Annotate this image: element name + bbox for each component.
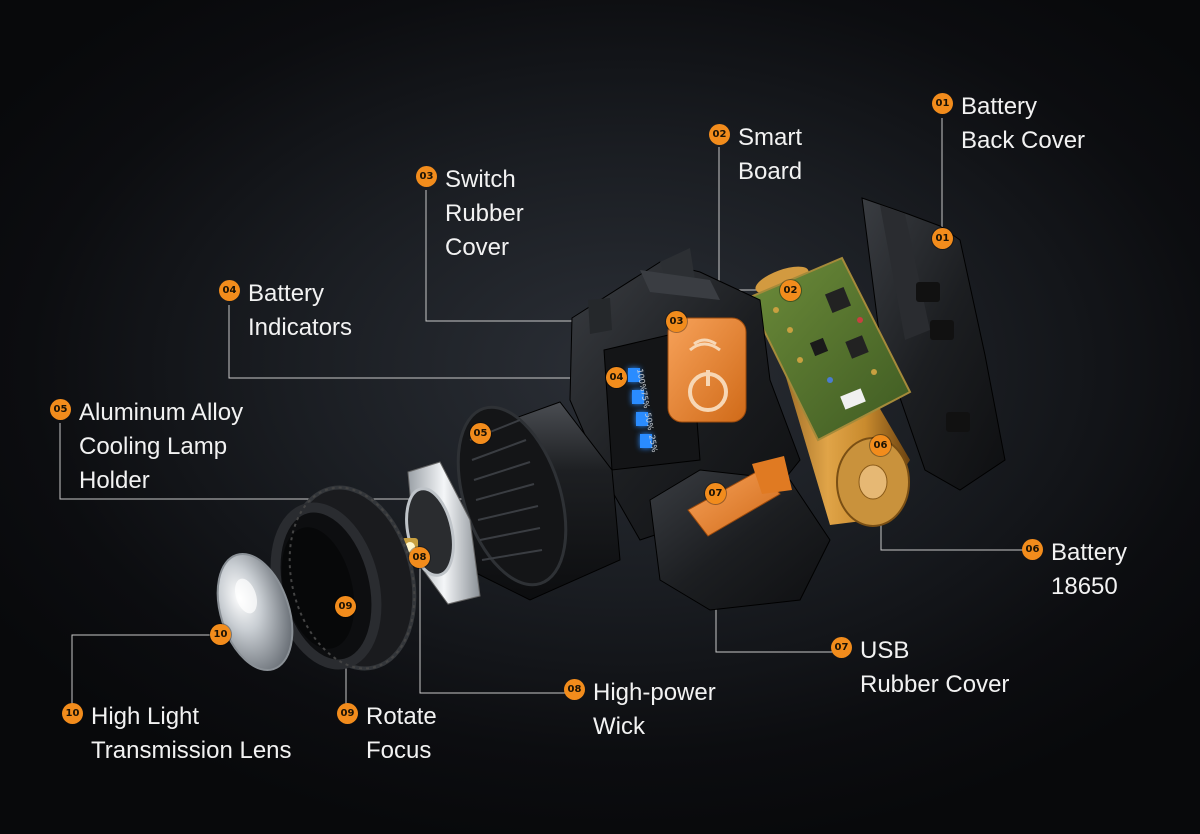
callout-transmission-lens: 10 High Light Transmission Lens [62, 700, 292, 768]
battery-level-led [632, 390, 644, 404]
part-marker-02: 02 [780, 280, 801, 301]
callout-text: Rotate Focus [366, 703, 437, 764]
leader-line-08 [419, 558, 575, 694]
battery-level-led [640, 434, 652, 448]
callout-battery-18650: 06 Battery 18650 [1022, 536, 1127, 604]
callout-badge: 10 [62, 703, 83, 724]
part-marker-04: 04 [606, 367, 627, 388]
battery-indicators: 100% 75% 50% 25% [628, 368, 688, 458]
callout-text: Battery Indicators [248, 280, 353, 341]
callout-text: High-power Wick [593, 679, 716, 740]
usb-rubber-cover [649, 456, 831, 611]
battery-back-cover [861, 197, 1006, 491]
leader-line-04 [228, 305, 617, 379]
callout-text: Smart Board [738, 124, 803, 185]
callout-high-power-wick: 08 High-power Wick [564, 676, 716, 744]
part-marker-09: 09 [335, 596, 356, 617]
smart-board [746, 256, 912, 442]
callout-badge: 02 [709, 124, 730, 145]
battery-level-label: 100% [635, 368, 648, 393]
callout-badge: 06 [1022, 539, 1043, 560]
part-marker-03: 03 [666, 311, 687, 332]
transmission-lens [216, 552, 294, 672]
callout-badge: 04 [219, 280, 240, 301]
callout-usb-rubber-cover: 07 USB Rubber Cover [831, 634, 1009, 702]
callout-text: USB Rubber Cover [860, 637, 1010, 698]
callout-badge: 08 [564, 679, 585, 700]
part-marker-05: 05 [470, 423, 491, 444]
callout-text: High Light Transmission Lens [91, 703, 292, 764]
battery-level-label: 25% [647, 434, 660, 454]
callout-cooling-lamp-holder: 05 Aluminum Alloy Cooling Lamp Holder [50, 396, 243, 498]
callout-switch-rubber-cover: 03 Switch Rubber Cover [416, 163, 524, 265]
callout-badge: 03 [416, 166, 437, 187]
callout-battery-back-cover: 01 Battery Back Cover [932, 90, 1085, 158]
callout-badge: 07 [831, 637, 852, 658]
battery-level-label: 50% [643, 412, 656, 432]
callout-text: Battery Back Cover [961, 93, 1086, 154]
part-marker-06: 06 [870, 435, 891, 456]
battery-level-label: 75% [639, 390, 652, 410]
rotate-focus-ring [270, 485, 417, 671]
part-marker-01: 01 [932, 228, 953, 249]
callout-badge: 05 [50, 399, 71, 420]
callout-smart-board: 02 Smart Board [709, 121, 802, 189]
callout-badge: 01 [932, 93, 953, 114]
callout-text: Switch Rubber Cover [445, 166, 524, 261]
battery-level-led [636, 412, 648, 426]
callout-text: Battery 18650 [1051, 539, 1128, 600]
part-marker-08: 08 [409, 547, 430, 568]
main-body [569, 248, 801, 541]
part-marker-10: 10 [210, 624, 231, 645]
part-marker-07: 07 [705, 483, 726, 504]
leader-line-10 [71, 634, 221, 716]
cooling-lamp-holder [456, 401, 621, 601]
callout-badge: 09 [337, 703, 358, 724]
battery-level-led [628, 368, 640, 382]
callout-rotate-focus: 09 Rotate Focus [337, 700, 437, 768]
callout-battery-indicators: 04 Battery Indicators [219, 277, 352, 345]
callout-text: Aluminum Alloy Cooling Lamp Holder [79, 399, 244, 494]
